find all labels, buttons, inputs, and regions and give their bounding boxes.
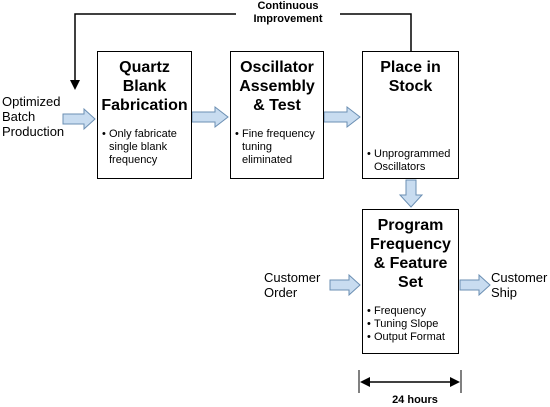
quartz-blank-fabrication-box: Quartz Blank Fabrication Only fabricate … <box>97 51 192 179</box>
timing-dimension <box>358 370 462 393</box>
arrow-batch-to-blank <box>62 107 96 131</box>
program-frequency-title: Program Frequency & Feature Set <box>370 217 451 291</box>
bullet-frequency: Frequency <box>367 305 456 318</box>
arrow-program-to-ship <box>459 273 491 297</box>
customer-order-label: Customer Order <box>264 270 321 300</box>
bullet-fine-tuning: Fine frequency tuning eliminated <box>235 128 321 167</box>
bullet-unprogrammed: Unprogrammed Oscillators <box>367 148 456 174</box>
arrow-order-to-program <box>329 273 361 297</box>
bullet-single-blank: Only fabricate single blank frequency <box>102 128 189 167</box>
continuous-improvement-label: Continuous Improvement <box>236 0 340 26</box>
oscillator-assembly-title: Oscillator Assembly & Test <box>239 59 315 114</box>
program-frequency-box: Program Frequency & Feature Set Frequenc… <box>362 209 459 354</box>
oscillator-assembly-bullets: Fine frequency tuning eliminated <box>235 128 321 167</box>
arrow-blank-to-assembly <box>191 105 229 129</box>
quartz-blank-bullets: Only fabricate single blank frequency <box>102 128 189 167</box>
quartz-blank-fabrication-title: Quartz Blank Fabrication <box>101 59 188 114</box>
arrow-assembly-to-stock <box>323 105 361 129</box>
bullet-output-format: Output Format <box>367 331 456 344</box>
customer-ship-label: Customer Ship <box>491 270 548 300</box>
block-arrows <box>62 105 491 297</box>
oscillator-assembly-box: Oscillator Assembly & Test Fine frequenc… <box>230 51 324 179</box>
timing-label: 24 hours <box>392 394 438 406</box>
bullet-tuning-slope: Tuning Slope <box>367 318 456 331</box>
program-frequency-bullets: Frequency Tuning Slope Output Format <box>367 305 456 344</box>
place-in-stock-title: Place in Stock <box>380 59 441 95</box>
place-in-stock-bullets: Unprogrammed Oscillators <box>367 148 456 174</box>
place-in-stock-box: Place in Stock Unprogrammed Oscillators <box>362 51 459 179</box>
optimized-batch-label: Optimized Batch Production <box>2 94 65 139</box>
arrow-stock-to-program <box>398 179 424 208</box>
